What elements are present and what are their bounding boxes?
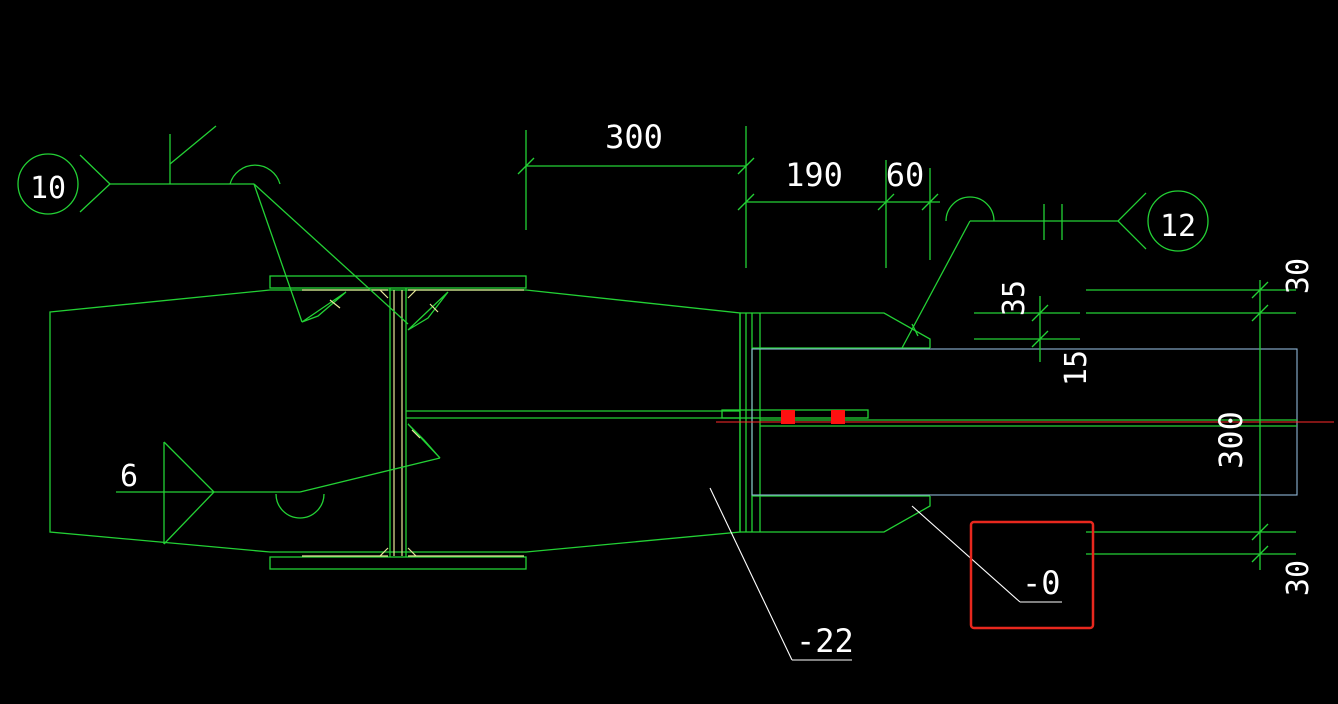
dimension-190: 190 60 [737, 156, 940, 268]
weld-symbol-lower-left: 6 [116, 441, 441, 545]
fillet-weld-marks [301, 291, 449, 459]
dimension-label-30-bottom: 30 [1281, 560, 1316, 596]
plate-thickness-0-label: -0 [1022, 564, 1061, 602]
column-section [302, 288, 524, 557]
dimension-label-300-right: 300 [1212, 411, 1250, 469]
top-flange-plate [269, 275, 527, 289]
bolt-2 [831, 410, 845, 424]
weld-size-left-label: 6 [120, 459, 138, 494]
dimension-label-35: 35 [997, 280, 1032, 316]
dimension-chamfer: 35 15 [974, 280, 1094, 386]
weld-right-number-label: 12 [1160, 209, 1196, 244]
weld-symbol-left: 10 [17, 125, 409, 325]
plate-thickness-22-label: -22 [796, 622, 854, 660]
dimension-label-15: 15 [1059, 350, 1094, 386]
beam-outline [49, 289, 741, 553]
highlight-box [969, 520, 1095, 630]
dimension-label-60: 60 [886, 156, 925, 194]
leader-plate-0: -0 [911, 505, 1095, 630]
dimension-label-190: 190 [785, 156, 843, 194]
dimension-right-vertical: 30 300 30 [1086, 258, 1316, 596]
dimension-300-top: 300 [517, 118, 755, 268]
dimension-label-30-top: 30 [1281, 258, 1316, 294]
leader-plate-22: -22 [709, 487, 854, 661]
bottom-flange-plate [269, 556, 527, 570]
connection-plate [740, 312, 931, 533]
mid-web-plate [406, 409, 869, 419]
weld-symbol-right: 12 [901, 190, 1209, 349]
bolts [781, 410, 845, 424]
weld-left-number-label: 10 [30, 171, 66, 206]
dimension-label-300-top: 300 [605, 118, 663, 156]
bolt-1 [781, 410, 795, 424]
